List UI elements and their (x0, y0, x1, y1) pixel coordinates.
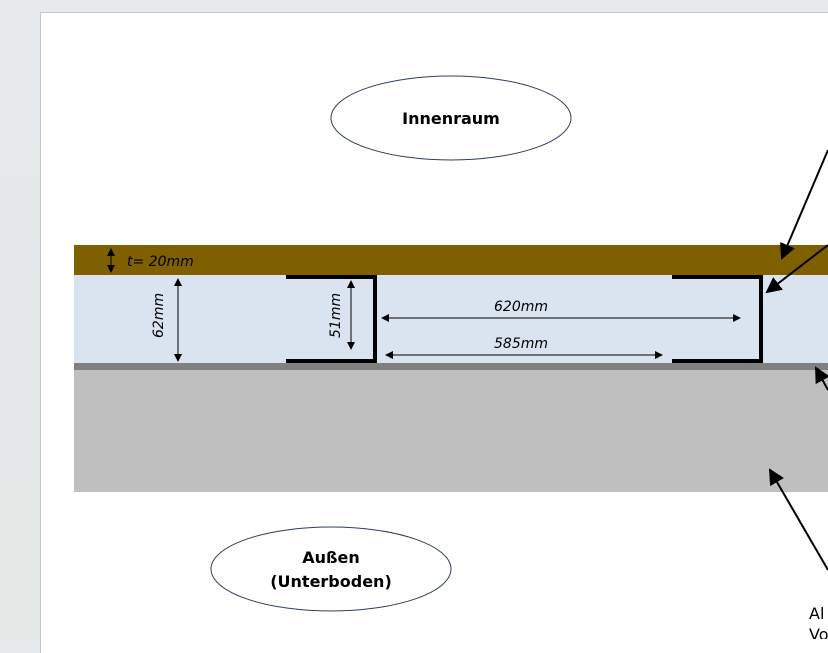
callout-arrow-profile (765, 244, 828, 294)
floor-section-diagram: Innenraum Außen (Unterboden) t= 20mm 62m… (74, 75, 828, 639)
outside-label-line2: (Unterboden) (270, 572, 392, 591)
outside-label-line1: Außen (302, 548, 360, 567)
thickness-label: t= 20mm (127, 254, 194, 270)
callout-arrow-sheet (815, 366, 828, 391)
profile-left (286, 275, 377, 363)
wood-board-layer (74, 245, 828, 275)
callout-arrow-floor (768, 468, 828, 571)
height-profile-label: 51mm (328, 293, 344, 338)
floor-base-layer (74, 370, 828, 492)
span-outer-label: 620mm (494, 299, 548, 315)
inside-label: Innenraum (402, 109, 500, 128)
insulation-layer (74, 275, 828, 363)
callout-arrow-board (780, 149, 828, 260)
profile-right (672, 275, 763, 363)
span-inner-label: 585mm (494, 336, 548, 352)
outside-ellipse (210, 526, 452, 612)
height-total-label: 62mm (151, 293, 167, 338)
inside-ellipse (330, 75, 572, 161)
sheet-layer (74, 363, 828, 370)
callout-text-line2: Vo (809, 625, 828, 639)
callout-text-line1: Al (809, 604, 824, 623)
